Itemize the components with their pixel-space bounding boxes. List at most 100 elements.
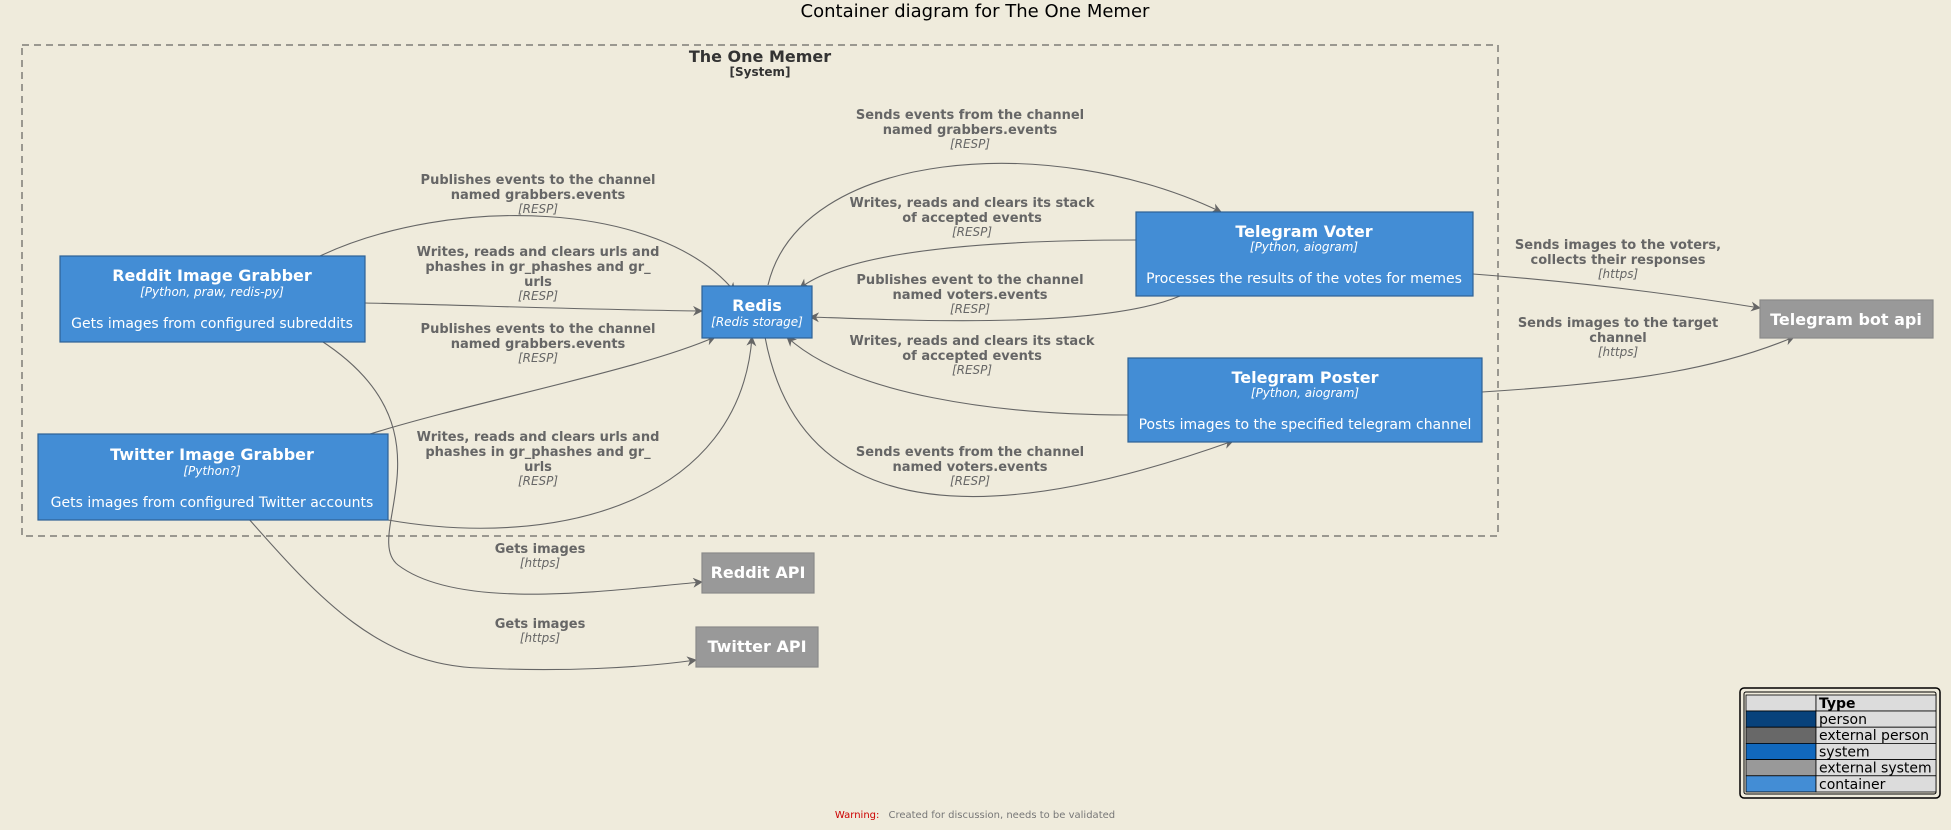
edge-label-line: of accepted events bbox=[902, 349, 1042, 364]
node-twitter-image-grabber[interactable]: Twitter Image Grabber [Python?] Gets ima… bbox=[37, 433, 389, 521]
edge-label-line: named grabbers.events bbox=[451, 337, 626, 352]
edge-label-tech: [RESP] bbox=[952, 363, 992, 377]
node-redis[interactable]: Redis [Redis storage] bbox=[701, 285, 813, 339]
edge-label-e11: Sends images to the target channel [http… bbox=[1518, 316, 1718, 359]
system-boundary: The One Memer [System] bbox=[21, 44, 1499, 537]
edge-label-e6: Writes, reads and clears its stack of ac… bbox=[849, 196, 1094, 239]
node-tech: [Python, praw, redis-py] bbox=[140, 285, 284, 299]
legend-cell bbox=[1815, 775, 1937, 793]
node-box bbox=[1127, 357, 1483, 443]
edge-label-tech: [RESP] bbox=[950, 302, 990, 316]
edge-label-line: urls bbox=[524, 460, 552, 475]
edge-reddit-publishes bbox=[319, 215, 736, 293]
node-box bbox=[695, 626, 819, 668]
edge-label-tech: [RESP] bbox=[950, 474, 990, 488]
system-name: The One Memer bbox=[689, 47, 831, 66]
edge-label-e8: Writes, reads and clears its stack of ac… bbox=[849, 334, 1094, 377]
edge-label-tech: [https] bbox=[520, 556, 561, 570]
node-name: Telegram bot api bbox=[1770, 310, 1922, 329]
edge-voter-to-bot-api bbox=[1472, 273, 1761, 312]
edge-label-tech: [RESP] bbox=[518, 474, 558, 488]
edge-label-line: Sends images to the target bbox=[1518, 316, 1718, 331]
edge-label-line: phashes in gr_phashes and gr_ bbox=[425, 445, 651, 460]
edge-label-tech: [RESP] bbox=[518, 351, 558, 365]
edge-label-line: Writes, reads and clears urls and bbox=[417, 430, 660, 445]
node-twitter-api[interactable]: Twitter API bbox=[695, 626, 819, 668]
edge-label-tech: [RESP] bbox=[950, 137, 990, 151]
edge-label-line: Sends events from the channel bbox=[856, 445, 1084, 460]
node-telegram-bot-api[interactable]: Telegram bot api bbox=[1759, 299, 1934, 339]
edge-label-line: named voters.events bbox=[892, 460, 1047, 475]
edge-label-line: Writes, reads and clears its stack bbox=[849, 334, 1094, 349]
node-reddit-image-grabber[interactable]: Reddit Image Grabber [Python, praw, redi… bbox=[59, 255, 366, 343]
edge-label-line: named grabbers.events bbox=[451, 188, 626, 203]
edge-label-line: Sends images to the voters, bbox=[1515, 238, 1721, 253]
edge-label-e3: Publishes events to the channel named gr… bbox=[421, 322, 656, 365]
edge-poster-to-bot-api bbox=[1481, 335, 1795, 393]
edge-label-line: Publishes events to the channel bbox=[421, 322, 656, 337]
edge-label-e2: Writes, reads and clears urls and phashe… bbox=[417, 245, 660, 303]
footer-text: Warning: Created for discussion, needs t… bbox=[835, 803, 1115, 822]
legend-label: system bbox=[1819, 744, 1870, 760]
node-name: Reddit Image Grabber bbox=[112, 266, 312, 285]
node-box bbox=[701, 285, 813, 339]
edge-label-e10: Sends images to the voters, collects the… bbox=[1515, 238, 1721, 281]
legend-header-swatch bbox=[1745, 694, 1817, 712]
node-desc: Gets images from configured subreddits bbox=[71, 316, 353, 332]
edge-label-tech: [RESP] bbox=[518, 202, 558, 216]
edge-label-line: Publishes events to the channel bbox=[421, 173, 656, 188]
edge-label-e13: Gets images [https] bbox=[495, 617, 586, 645]
node-name: Twitter API bbox=[707, 637, 806, 656]
edge-label-line: urls bbox=[524, 275, 552, 290]
edge-label-e7: Publishes event to the channel named vot… bbox=[856, 273, 1083, 316]
edge-label-line: Sends events from the channel bbox=[856, 108, 1084, 123]
edge-label-tech: [RESP] bbox=[518, 289, 558, 303]
edge-label-line: collects their responses bbox=[1531, 253, 1706, 268]
edge-labels: Publishes events to the channel named gr… bbox=[417, 108, 1721, 645]
node-tech: [Redis storage] bbox=[711, 315, 803, 329]
node-tech: [Python, aiogram] bbox=[1250, 240, 1359, 254]
edge-label-line: named grabbers.events bbox=[883, 123, 1058, 138]
node-name: Redis bbox=[732, 296, 782, 315]
node-name: Telegram Voter bbox=[1235, 222, 1372, 241]
node-tech: [Python, aiogram] bbox=[1251, 386, 1360, 400]
edge-label-e1: Publishes events to the channel named gr… bbox=[421, 173, 656, 216]
node-box bbox=[701, 552, 815, 594]
diagram-title: Container diagram for The One Memer bbox=[801, 1, 1151, 22]
legend-swatch bbox=[1745, 775, 1817, 793]
edges bbox=[247, 162, 1795, 671]
node-reddit-api[interactable]: Reddit API bbox=[701, 552, 815, 594]
edge-label-line: Gets images bbox=[495, 542, 586, 557]
edge-twitter-writes bbox=[387, 336, 757, 529]
edge-redis-to-voter bbox=[767, 162, 1222, 286]
node-box bbox=[1135, 211, 1474, 297]
edge-label-tech: [RESP] bbox=[952, 225, 992, 239]
edge-label-line: phashes in gr_phashes and gr_ bbox=[425, 260, 651, 275]
edge-label-tech: [https] bbox=[1598, 345, 1639, 359]
legend-label: external system bbox=[1819, 761, 1932, 777]
node-telegram-voter[interactable]: Telegram Voter [Python, aiogram] Process… bbox=[1135, 211, 1474, 297]
edge-redis-to-poster bbox=[764, 336, 1234, 497]
edge-label-line: of accepted events bbox=[902, 211, 1042, 226]
footer-warning: Warning: Created for discussion, needs t… bbox=[835, 803, 1115, 822]
node-desc: Posts images to the specified telegram c… bbox=[1139, 417, 1472, 433]
edge-label-line: Publishes event to the channel bbox=[856, 273, 1083, 288]
node-name: Reddit API bbox=[711, 563, 806, 582]
legend-label: person bbox=[1819, 712, 1867, 728]
node-desc: Processes the results of the votes for m… bbox=[1146, 271, 1462, 287]
edge-voter-writes bbox=[799, 239, 1137, 289]
node-box bbox=[59, 255, 366, 343]
node-telegram-poster[interactable]: Telegram Poster [Python, aiogram] Posts … bbox=[1127, 357, 1483, 443]
system-boundary-box bbox=[21, 44, 1499, 537]
edge-label-line: channel bbox=[1589, 331, 1647, 346]
node-name: Twitter Image Grabber bbox=[110, 445, 314, 464]
legend-label: external person bbox=[1819, 728, 1929, 744]
node-box bbox=[37, 433, 389, 521]
edge-voter-publishes bbox=[809, 295, 1181, 323]
edge-twitter-publishes bbox=[369, 336, 716, 435]
edge-label-tech: [https] bbox=[1598, 267, 1639, 281]
system-type: [System] bbox=[730, 65, 791, 79]
edge-label-line: Writes, reads and clears its stack bbox=[849, 196, 1094, 211]
